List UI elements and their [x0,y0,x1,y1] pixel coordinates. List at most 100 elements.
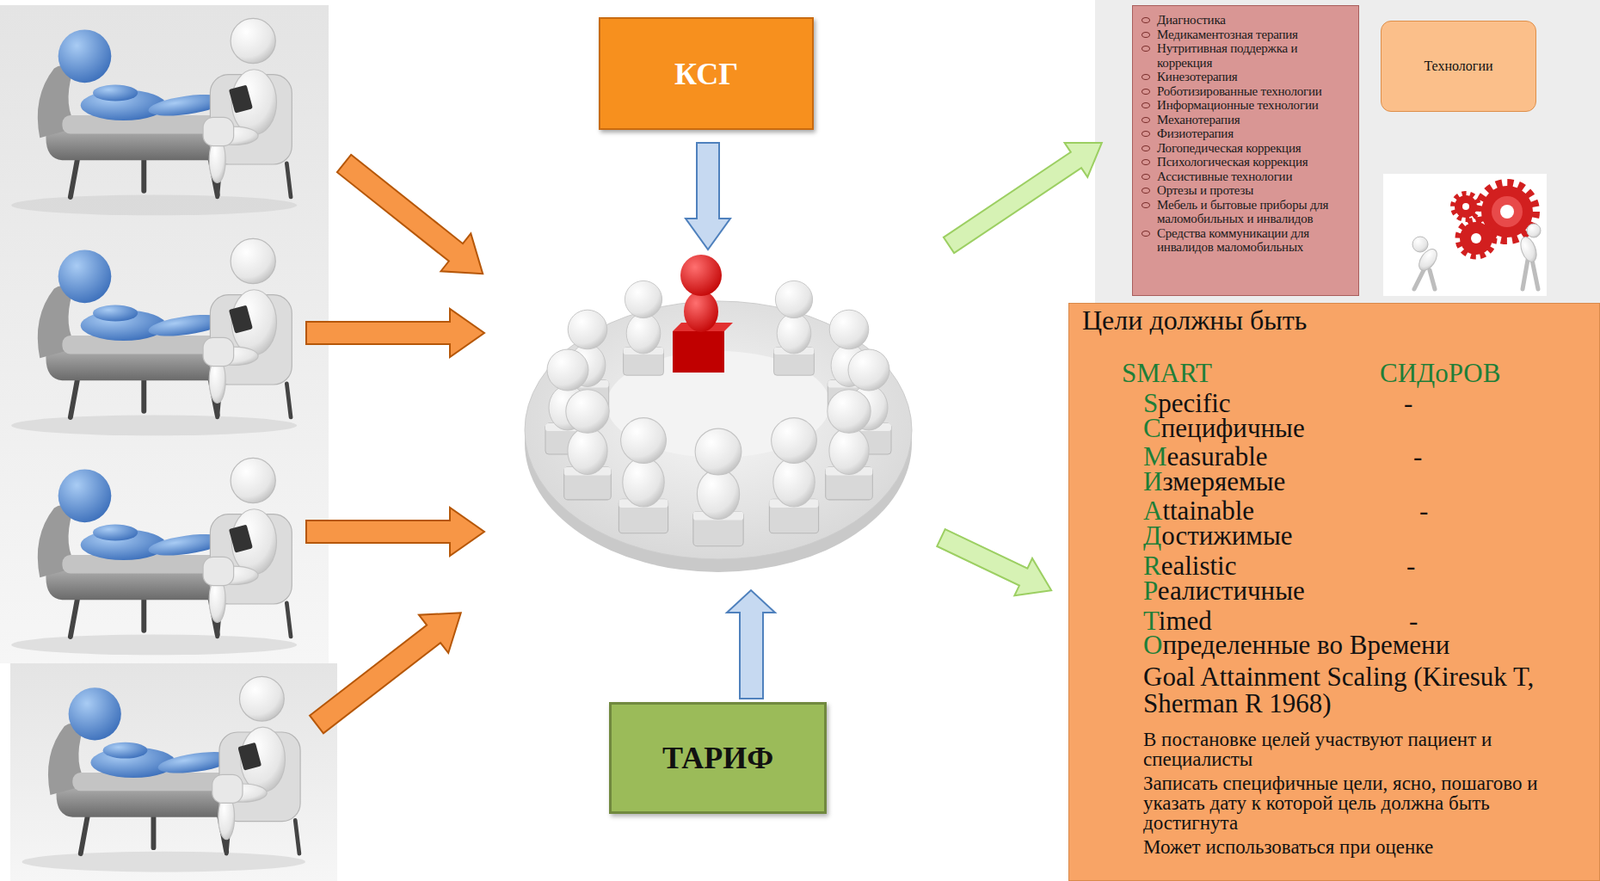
goal-text: Specific [1143,390,1231,416]
list-item: Физиотерапия [1156,126,1354,142]
ring-person [825,389,874,500]
list-item: Медикаментозная терапия [1156,27,1354,43]
goal-text: Реалистичные [1143,578,1305,604]
figure-legs [1522,259,1539,290]
goal-text: - [1406,553,1416,579]
bullet-mark [1141,130,1151,137]
block-arrow [329,144,499,293]
goal-text: Measurable [1143,443,1268,469]
goal-text: Attainable [1143,498,1255,524]
goals-panel: Цели должны бытьSMART СИДоРОВ Specific - Спе… [1068,302,1600,881]
blue-arrow [726,590,776,699]
block-arrow [306,507,485,556]
ring-person [769,418,819,534]
list-item: Мебель и бытовые приборы для маломобильн… [1156,197,1354,227]
photo-panel [10,663,338,881]
list-row: Медикаментозная терапия [1139,27,1354,43]
bullet-mark [1141,173,1151,180]
goal-text: Записать специфичные цели, ясно, пошагов… [1143,773,1574,833]
photo-panel [0,5,329,664]
ring-person [693,428,744,547]
bullet-mark [1141,45,1151,52]
list-item: Роботизированные технологии [1156,84,1354,99]
bullet-mark [1141,17,1151,24]
goal-text: Realistic [1143,553,1237,579]
red-body [683,290,719,333]
gear [1452,193,1479,220]
list-row: Средства коммуникации для инвалидов мало… [1139,226,1354,255]
goal-text: СИДоРОВ [1379,360,1501,386]
figure-head [1526,223,1541,238]
gear-teeth [1452,193,1479,220]
gears-picture [1383,173,1547,296]
box-label: ТАРИФ [662,739,774,776]
gear [1458,220,1495,257]
tariff-box: ТАРИФ [609,701,827,814]
goal-text: - [1413,443,1422,469]
gear-hole [1500,204,1514,219]
list-item: Ортезы и протезы [1156,183,1354,198]
gear-teeth [1458,220,1495,257]
list-row: Механотерапия [1139,112,1354,128]
bullet-mark [1141,102,1151,109]
platform [524,301,912,560]
goal-text: Определенные во Времени [1143,632,1450,658]
method-list: ДиагностикаМедикаментозная терапияНутрит… [1132,5,1360,296]
gear-body [1454,195,1477,218]
figure-body [1517,234,1539,265]
list-row: Логопедическая коррекция [1139,141,1354,156]
goal-text: Цели должны быть [1082,307,1307,333]
slide-background [1095,0,1600,303]
leader-figure [672,254,733,373]
goal-text: В постановке целей участвуют пациент и с… [1143,729,1574,770]
ring-person [623,280,665,376]
goal-text: Goal Attainment Scaling (Kiresuk T, Sher… [1143,663,1548,717]
goal-text: Может использоваться при оценке [1143,836,1574,857]
pushing-figure [1412,236,1441,290]
therapy-figure [11,238,297,436]
box-label: КСГ [674,55,739,93]
goal-text: Достижимые [1143,523,1293,548]
pushing-figure [1517,223,1541,290]
ring-person [618,418,668,534]
list-item: Ассистивные технологии [1156,169,1354,185]
bullet-mark [1141,73,1151,80]
goal-text: - [1403,390,1413,416]
list-row: Нутритивная поддержка и коррекция [1139,41,1354,70]
gear-ring [1491,196,1523,228]
bullet-mark [1141,202,1151,209]
block-arrow [301,593,476,744]
list-item: Психологическая коррекция [1156,154,1354,170]
bullet-mark [1141,31,1151,38]
ring-person [564,389,612,500]
bullet-mark [1141,145,1151,152]
figure-head [1412,236,1428,253]
bullet-mark [1141,116,1151,124]
list-item: Механотерапия [1156,112,1354,128]
bullet-mark [1141,88,1151,95]
gear-hole [1462,203,1470,210]
gear-body [1459,221,1493,255]
orange-arrows [301,144,499,744]
red-cube [672,331,725,373]
ring-person [774,280,815,376]
list-row: Психологическая коррекция [1139,154,1354,170]
goal-text: - [1419,498,1428,524]
figure-legs [1414,268,1435,290]
list-row: Диагностика [1139,12,1354,28]
list-item: Логопедическая коррекция [1156,141,1354,156]
goal-text: Специфичные [1143,415,1305,441]
block-arrow [306,308,485,357]
list-item: Информационные технологии [1156,98,1354,113]
goal-text: SMART [1121,360,1213,386]
therapy-figure [11,18,297,216]
box-label: Технологии [1423,58,1493,74]
list-row: Роботизированные технологии [1139,84,1354,99]
therapy-figure [21,676,305,872]
list-row: Информационные технологии [1139,98,1354,113]
bullet-mark [1141,187,1151,194]
block-arrow [932,518,1061,609]
list-row: Мебель и бытовые приборы для маломобильн… [1139,197,1354,227]
red-head [680,254,722,296]
